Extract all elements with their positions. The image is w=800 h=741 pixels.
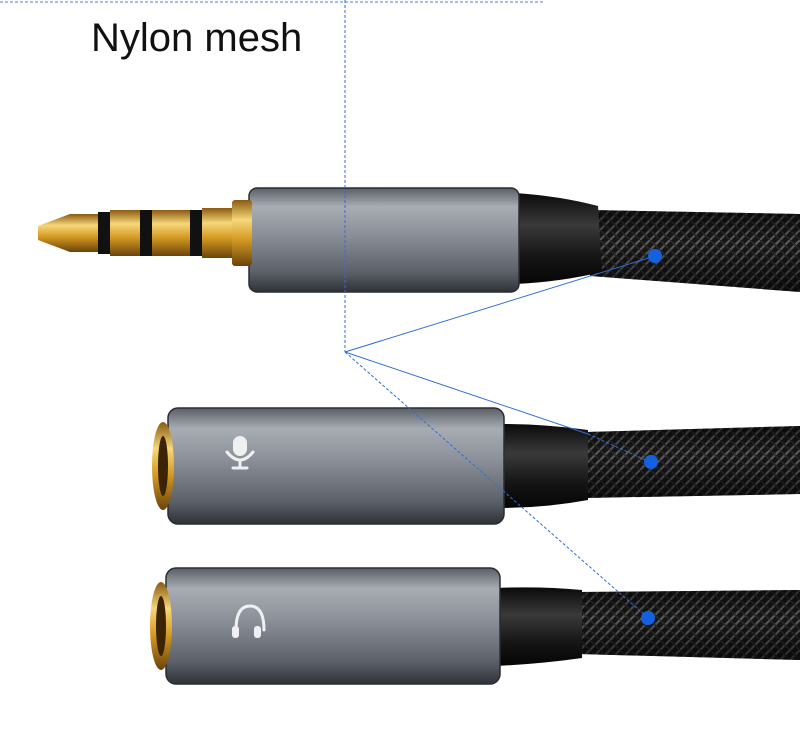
- mic-jack: [152, 407, 800, 525]
- headphones-icon: [232, 604, 266, 638]
- caption-label: Nylon mesh: [91, 16, 303, 60]
- callout-dot-top: [648, 249, 662, 263]
- headphone-jack: [150, 567, 800, 685]
- callout-lines: [344, 0, 656, 619]
- callout-dot-middle: [644, 455, 658, 469]
- microphone-icon: [225, 436, 255, 470]
- callout-dot-bottom: [641, 611, 655, 625]
- male-plug: [38, 187, 800, 293]
